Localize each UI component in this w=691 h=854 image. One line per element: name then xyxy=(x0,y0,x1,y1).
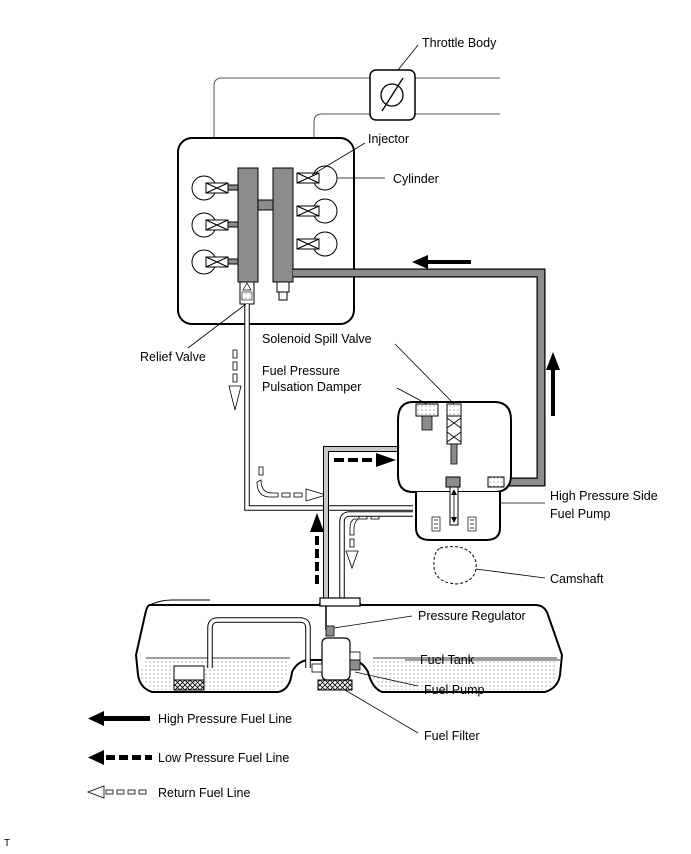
throttle-body-label: Throttle Body xyxy=(422,36,497,50)
legend-low-pressure: Low Pressure Fuel Line xyxy=(88,750,289,765)
fuel-pump-leader xyxy=(354,671,419,687)
fuel-filter-label: Fuel Filter xyxy=(424,729,480,743)
fuel-filter-leader xyxy=(344,689,419,734)
footer-mark: T xyxy=(4,838,10,849)
sub-tank-filter xyxy=(173,665,205,691)
relief-valve xyxy=(239,281,255,305)
injector-label: Injector xyxy=(368,132,409,146)
damper-label-1: Fuel Pressure xyxy=(262,364,340,378)
return-arrow-down xyxy=(228,349,242,411)
spill-valve-label: Solenoid Spill Valve xyxy=(262,332,372,346)
hp-pump-label-1: High Pressure Side xyxy=(550,489,658,503)
regulator-leader xyxy=(333,615,413,629)
throttle-body xyxy=(369,69,416,121)
spill-valve-leader xyxy=(394,343,455,405)
cylinders-left xyxy=(191,175,217,275)
low-pressure-arrow-up xyxy=(310,513,324,584)
camshaft xyxy=(433,546,477,585)
damper-leader xyxy=(396,387,428,405)
legend-high-pressure: High Pressure Fuel Line xyxy=(88,711,292,726)
legend-return: Return Fuel Line xyxy=(86,785,250,800)
injectors-right xyxy=(296,172,320,250)
high-pressure-arrow-top xyxy=(412,255,471,269)
intake-pipes xyxy=(213,77,500,138)
relief-valve-leader xyxy=(187,303,247,349)
cylinder-label: Cylinder xyxy=(393,172,439,186)
high-pressure-fuel-pump xyxy=(397,401,512,541)
rail-plug xyxy=(276,281,290,301)
fuel-level xyxy=(140,658,558,690)
return-arrow-bend xyxy=(256,466,328,502)
relief-valve-label: Relief Valve xyxy=(140,350,206,364)
pressure-regulator-label: Pressure Regulator xyxy=(418,609,526,623)
injector-leader xyxy=(311,142,366,176)
throttle-body-leader xyxy=(397,44,419,71)
low-pressure-arrow-right xyxy=(334,453,396,467)
damper-label-2: Pulsation Damper xyxy=(262,380,361,394)
legend-high-label: High Pressure Fuel Line xyxy=(158,712,292,726)
legend-return-label: Return Fuel Line xyxy=(158,786,250,800)
fuel-rails xyxy=(227,167,294,283)
fuel-pump-label: Fuel Pump xyxy=(424,683,484,697)
high-pressure-arrow-right xyxy=(546,352,560,416)
return-arrow-tank xyxy=(345,514,380,570)
hp-pump-label-2: Fuel Pump xyxy=(550,507,610,521)
cylinders-right xyxy=(312,165,338,257)
camshaft-label: Camshaft xyxy=(550,572,604,586)
fuel-tank-label: Fuel Tank xyxy=(420,653,475,667)
fuel-pump-assembly xyxy=(311,597,361,691)
legend-low-label: Low Pressure Fuel Line xyxy=(158,751,289,765)
camshaft-leader xyxy=(475,568,546,579)
